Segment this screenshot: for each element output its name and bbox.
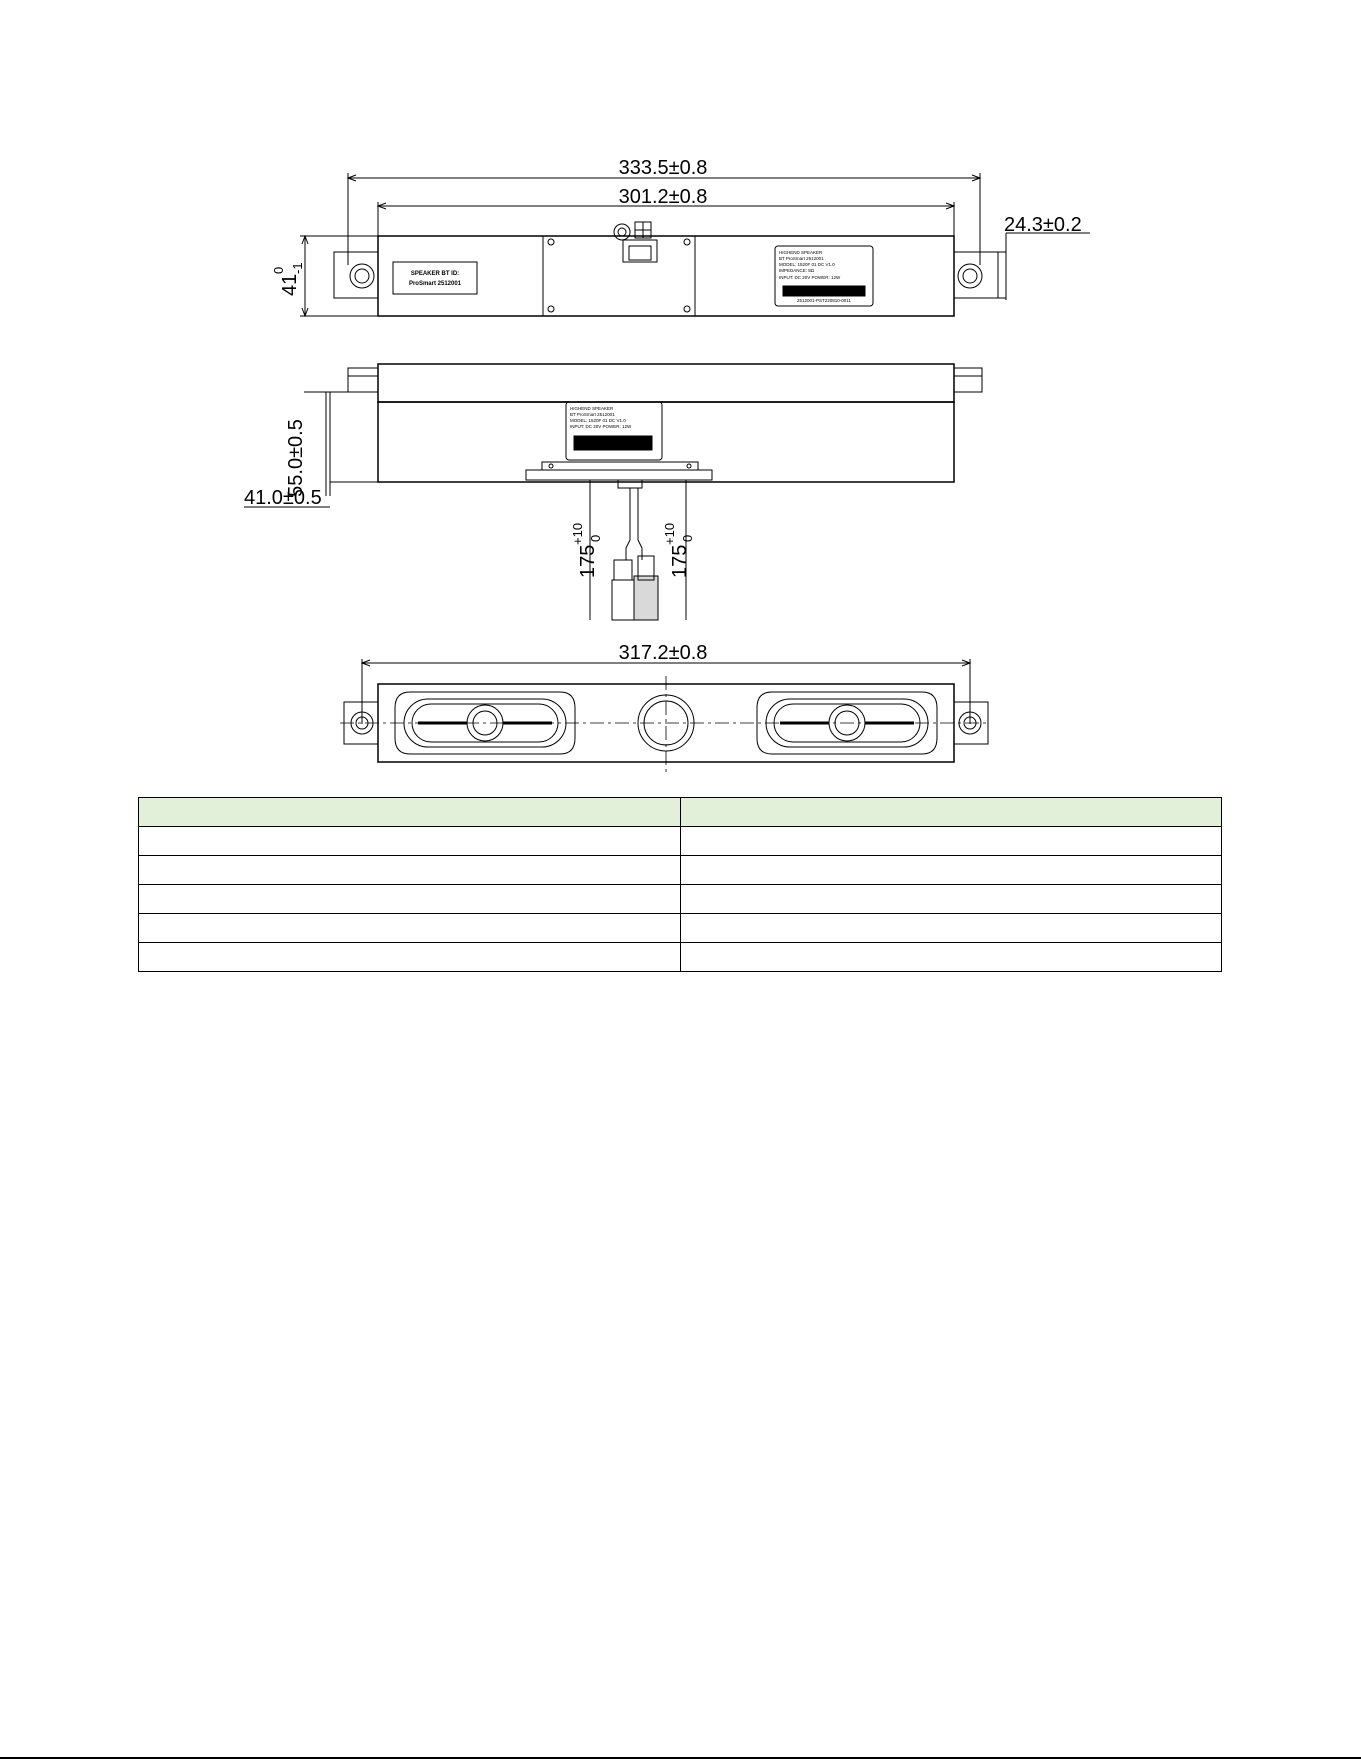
table-cell: [679, 913, 1222, 943]
svg-text:55.0±0.5: 55.0±0.5: [285, 419, 307, 497]
svg-text:175: 175: [669, 545, 691, 578]
svg-text:175: 175: [577, 545, 599, 578]
page-bottom-border: [0, 1757, 1361, 1759]
table-cell: [138, 913, 681, 943]
top-label-left-line2: ProSmart 2512001: [409, 281, 462, 287]
table-cell: [679, 855, 1222, 885]
dim-cable-left: 175 +10 0: [570, 523, 603, 578]
svg-text:+10: +10: [570, 523, 585, 545]
side-label-line2: BT ProSmart 2512001: [570, 412, 615, 417]
svg-text:+10: +10: [662, 523, 677, 545]
table-cell: [138, 826, 681, 856]
top-label-right-line1: HIGHEND SPEAKER: [779, 250, 823, 255]
table-cell: [138, 884, 681, 914]
dim-tab-offset: 24.3±0.2: [1004, 214, 1082, 236]
table-cell: [138, 797, 681, 827]
table-row: [138, 913, 1222, 943]
svg-text:0: 0: [680, 535, 695, 542]
dim-bottom-width: 317.2±0.8: [619, 642, 708, 664]
technical-drawing: 333.5±0.8 301.2±0.8 24.3±0.2 41 0 -1 SPE…: [244, 157, 1090, 772]
svg-text:41: 41: [279, 274, 301, 296]
top-view: [300, 173, 1090, 318]
table-cell: [679, 942, 1222, 972]
table-cell: [138, 855, 681, 885]
side-label-line3: MODEL: 1520F 01 DC V1.0: [570, 418, 626, 423]
dim-inner-width: 301.2±0.8: [619, 186, 708, 208]
table-cell: [679, 884, 1222, 914]
top-label-right-line5: INPUT: DC 20V POWER: 12W: [779, 275, 841, 280]
bottom-view: [340, 659, 990, 772]
top-label-right-line2: BT ProSmart 2512001: [779, 256, 824, 261]
table-row: [138, 826, 1222, 856]
table-cell: [679, 826, 1222, 856]
top-label-right-line4: IMPEDANCE: 8Ω: [779, 268, 815, 273]
dim-side-height: 55.0±0.5: [285, 419, 307, 497]
side-label-line1: HIGHEND SPEAKER: [570, 406, 614, 411]
top-label-right-line3: MODEL: 1520F 01 DC V1.0: [779, 262, 835, 267]
svg-text:0: 0: [271, 267, 286, 274]
table-row: [138, 942, 1222, 972]
dim-height-top: 41 0 -1: [271, 262, 305, 296]
dim-overall-width: 333.5±0.8: [619, 157, 708, 179]
table-cell: [138, 942, 681, 972]
table-row: [138, 855, 1222, 885]
side-label-line4: INPUT: DC 20V POWER: 12W: [570, 424, 632, 429]
svg-text:-1: -1: [290, 262, 305, 274]
table-cell: [679, 797, 1222, 827]
spec-table: [138, 797, 1222, 972]
side-view: [304, 363, 983, 621]
top-label-left-line1: SPEAKER BT ID:: [411, 271, 459, 277]
svg-text:0: 0: [588, 535, 603, 542]
top-label-right-barcode: 2512001-PST220810-0011: [797, 298, 851, 303]
table-row: [138, 884, 1222, 914]
table-header-row: [138, 797, 1222, 827]
dim-side-depth: 41.0±0.5: [244, 487, 322, 509]
dim-cable-right: 175 +10 0: [662, 523, 695, 578]
